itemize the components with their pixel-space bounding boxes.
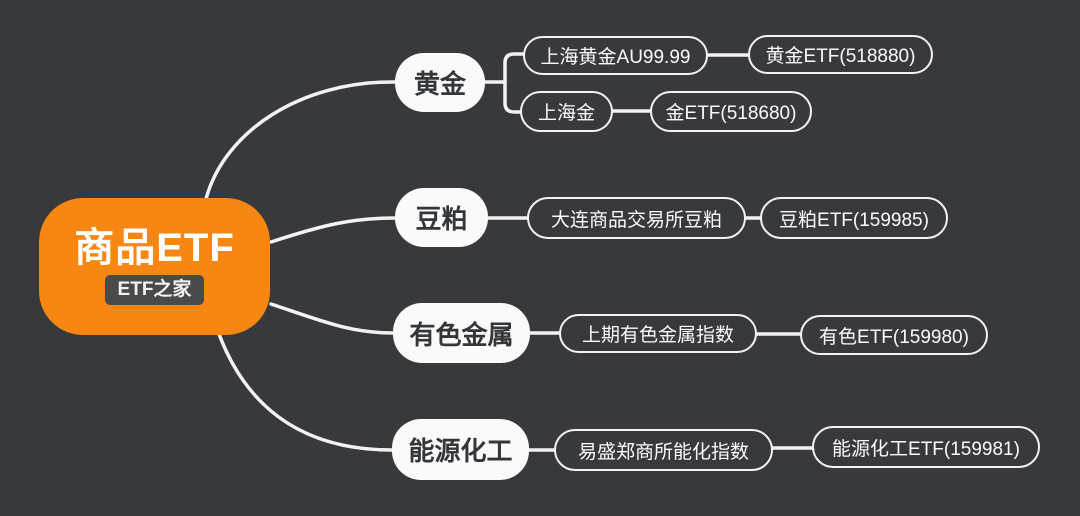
- etf-node-soymeal-159985: 豆粕ETF(159985): [760, 197, 948, 239]
- connector-gold-child1: [503, 52, 525, 84]
- index-node-shanghai-gold-au9999: 上海黄金AU99.99: [523, 36, 708, 75]
- branch-nonferrous-metal: 有色金属: [393, 303, 530, 363]
- index-node-shanghai-jin: 上海金: [520, 91, 613, 132]
- etf-node-gold-518880: 黄金ETF(518880): [748, 35, 933, 74]
- root-node: 商品ETF ETF之家: [39, 198, 270, 335]
- index-node-yisheng-energy-chemical: 易盛郑商所能化指数: [554, 429, 773, 471]
- etf-node-jin-518680: 金ETF(518680): [650, 91, 812, 132]
- branch-energy-chemical: 能源化工: [392, 419, 529, 480]
- connector-root-energy: [217, 332, 394, 452]
- index-node-dce-soymeal: 大连商品交易所豆粕: [527, 197, 746, 239]
- connector-root-soy: [269, 216, 397, 244]
- connector-root-gold: [204, 80, 397, 201]
- connector-root-metal: [269, 302, 395, 335]
- index-node-shfe-nonferrous: 上期有色金属指数: [559, 314, 757, 353]
- branch-gold: 黄金: [395, 53, 485, 112]
- root-title: 商品ETF: [74, 225, 235, 270]
- etf-node-energy-chemical-159981: 能源化工ETF(159981): [812, 426, 1040, 468]
- branch-soymeal: 豆粕: [395, 188, 488, 247]
- etf-node-nonferrous-159980: 有色ETF(159980): [800, 315, 988, 355]
- root-badge: ETF之家: [104, 274, 205, 306]
- connector-gold-child2: [503, 80, 522, 114]
